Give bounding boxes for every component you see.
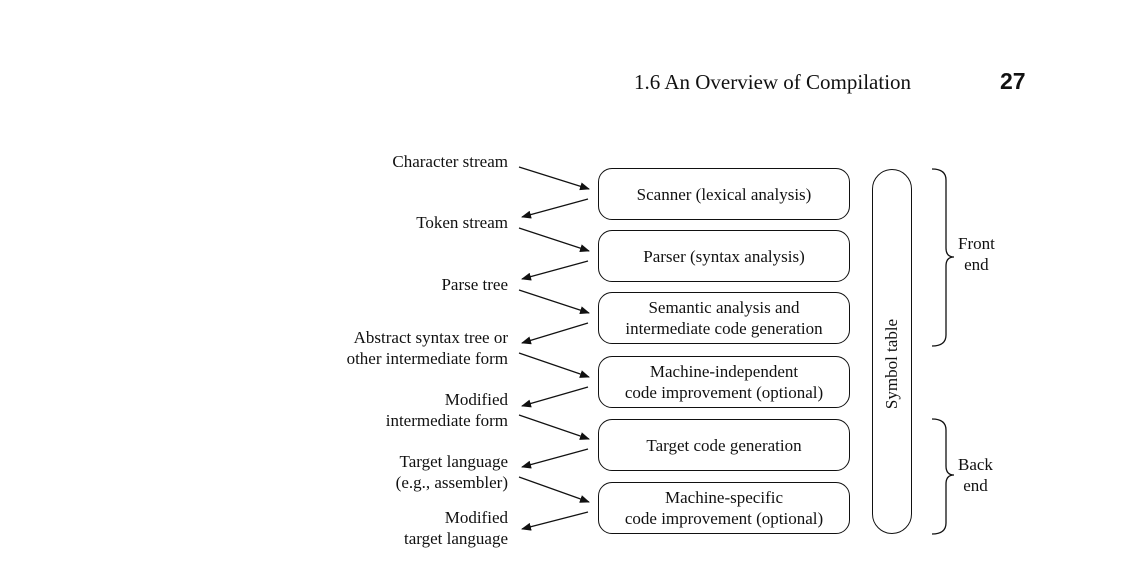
arrow-parser-to-parsetree <box>521 260 589 281</box>
arrow-scanner-to-token <box>521 198 589 219</box>
front-end-brace <box>931 168 955 347</box>
phase-box-target-code-generation: Target code generation <box>598 419 850 471</box>
arrow-char-to-scanner <box>518 166 590 191</box>
arrow-semantic-to-ast <box>521 322 589 345</box>
arrow-token-to-parser <box>518 227 590 252</box>
phase-box-scanner: Scanner (lexical analysis) <box>598 168 850 220</box>
page-number: 27 <box>1000 68 1026 94</box>
stream-label-token-stream: Token stream <box>416 213 508 232</box>
arrow-codegen-to-target <box>521 448 589 469</box>
arrow-parsetree-to-semantic <box>518 289 590 314</box>
symbol-table-label: Symbol table <box>882 318 901 410</box>
arrow-ast-to-mi-improvement <box>518 352 590 378</box>
phase-box-parser: Parser (syntax analysis) <box>598 230 850 282</box>
arrow-target-to-ms-improvement <box>518 476 590 503</box>
stream-label-target-language: Target language(e.g., assembler) <box>395 452 508 492</box>
stream-label-character-stream: Character stream <box>392 152 508 171</box>
page-header-title: 1.6 An Overview of Compilation <box>634 70 912 94</box>
back-end-brace <box>931 418 955 535</box>
arrow-mi-improvement-to-modified-ir <box>521 386 589 408</box>
stream-label-parse-tree: Parse tree <box>441 275 508 294</box>
symbol-table-box <box>872 169 912 534</box>
arrow-modified-ir-to-codegen <box>518 414 590 440</box>
arrow-ms-improvement-to-modified-target <box>521 511 589 531</box>
